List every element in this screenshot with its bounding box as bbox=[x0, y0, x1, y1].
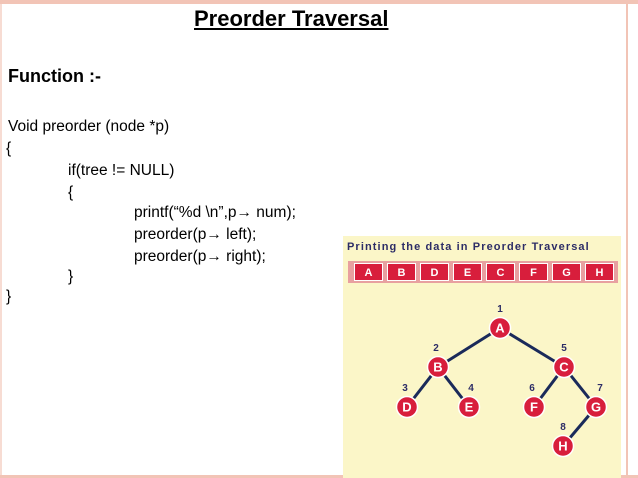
code-line: { bbox=[6, 140, 12, 157]
visit-order-label: 5 bbox=[561, 343, 567, 354]
tree-edge-AC bbox=[499, 326, 565, 369]
bottom-border bbox=[0, 475, 638, 478]
tree-node-C bbox=[552, 355, 576, 379]
sequence-cell: D bbox=[420, 263, 449, 281]
tree-node-E bbox=[457, 395, 481, 419]
visit-order-label: 3 bbox=[402, 383, 408, 394]
top-border bbox=[0, 0, 638, 4]
code-line: { bbox=[68, 184, 74, 201]
tree-node-label: F bbox=[530, 400, 538, 415]
visit-order-label: 2 bbox=[433, 343, 439, 354]
left-border bbox=[0, 0, 2, 478]
tree-node-G bbox=[584, 395, 608, 419]
visit-order-label: 1 bbox=[497, 304, 503, 315]
tree-node-label: C bbox=[559, 360, 569, 375]
visit-order-label: 4 bbox=[468, 383, 474, 394]
tree-node-label: B bbox=[433, 360, 442, 375]
traversal-figure: Printing the data in Preorder Traversal … bbox=[343, 236, 621, 478]
visit-order-label: 7 bbox=[597, 383, 603, 394]
tree-node-F bbox=[522, 395, 546, 419]
code-line: printf(“%d \n”,p→ num); bbox=[134, 204, 296, 221]
tree-node-H bbox=[551, 434, 575, 458]
tree-node-B bbox=[426, 355, 450, 379]
right-border bbox=[626, 0, 628, 478]
tree-node-A bbox=[488, 316, 512, 340]
sequence-cell: H bbox=[585, 263, 614, 281]
code-line: preorder(p→ left); bbox=[134, 226, 257, 243]
tree-node-label: E bbox=[465, 400, 474, 415]
sequence-cell: B bbox=[387, 263, 416, 281]
function-heading: Function :- bbox=[8, 66, 101, 86]
code-line: } bbox=[6, 288, 12, 305]
visit-order-label: 6 bbox=[529, 383, 535, 394]
tree-node-label: G bbox=[591, 400, 601, 415]
code-line: if(tree != NULL) bbox=[68, 162, 175, 179]
tree-node-label: H bbox=[558, 439, 567, 454]
sequence-cell: E bbox=[453, 263, 482, 281]
code-line: preorder(p→ right); bbox=[134, 248, 266, 265]
tree-node-label: A bbox=[495, 321, 505, 336]
code-line: Void preorder (node *p) bbox=[8, 118, 170, 135]
tree-node-D bbox=[395, 395, 419, 419]
sequence-cell: G bbox=[552, 263, 581, 281]
slide-title: Preorder Traversal bbox=[194, 6, 389, 31]
tree-node-label: D bbox=[402, 400, 411, 415]
sequence-cell: F bbox=[519, 263, 548, 281]
tree-edge-AB bbox=[437, 326, 501, 369]
visit-order-label: 8 bbox=[560, 422, 566, 433]
sequence-cell: A bbox=[354, 263, 383, 281]
figure-title: Printing the data in Preorder Traversal bbox=[347, 241, 590, 253]
sequence-cell: C bbox=[486, 263, 515, 281]
traversal-sequence: A B D E C F G H bbox=[348, 261, 618, 283]
code-line: } bbox=[68, 268, 74, 285]
binary-tree-diagram: A 1B 2C 5D 3E 4F 6G 7H 8 bbox=[395, 304, 608, 458]
